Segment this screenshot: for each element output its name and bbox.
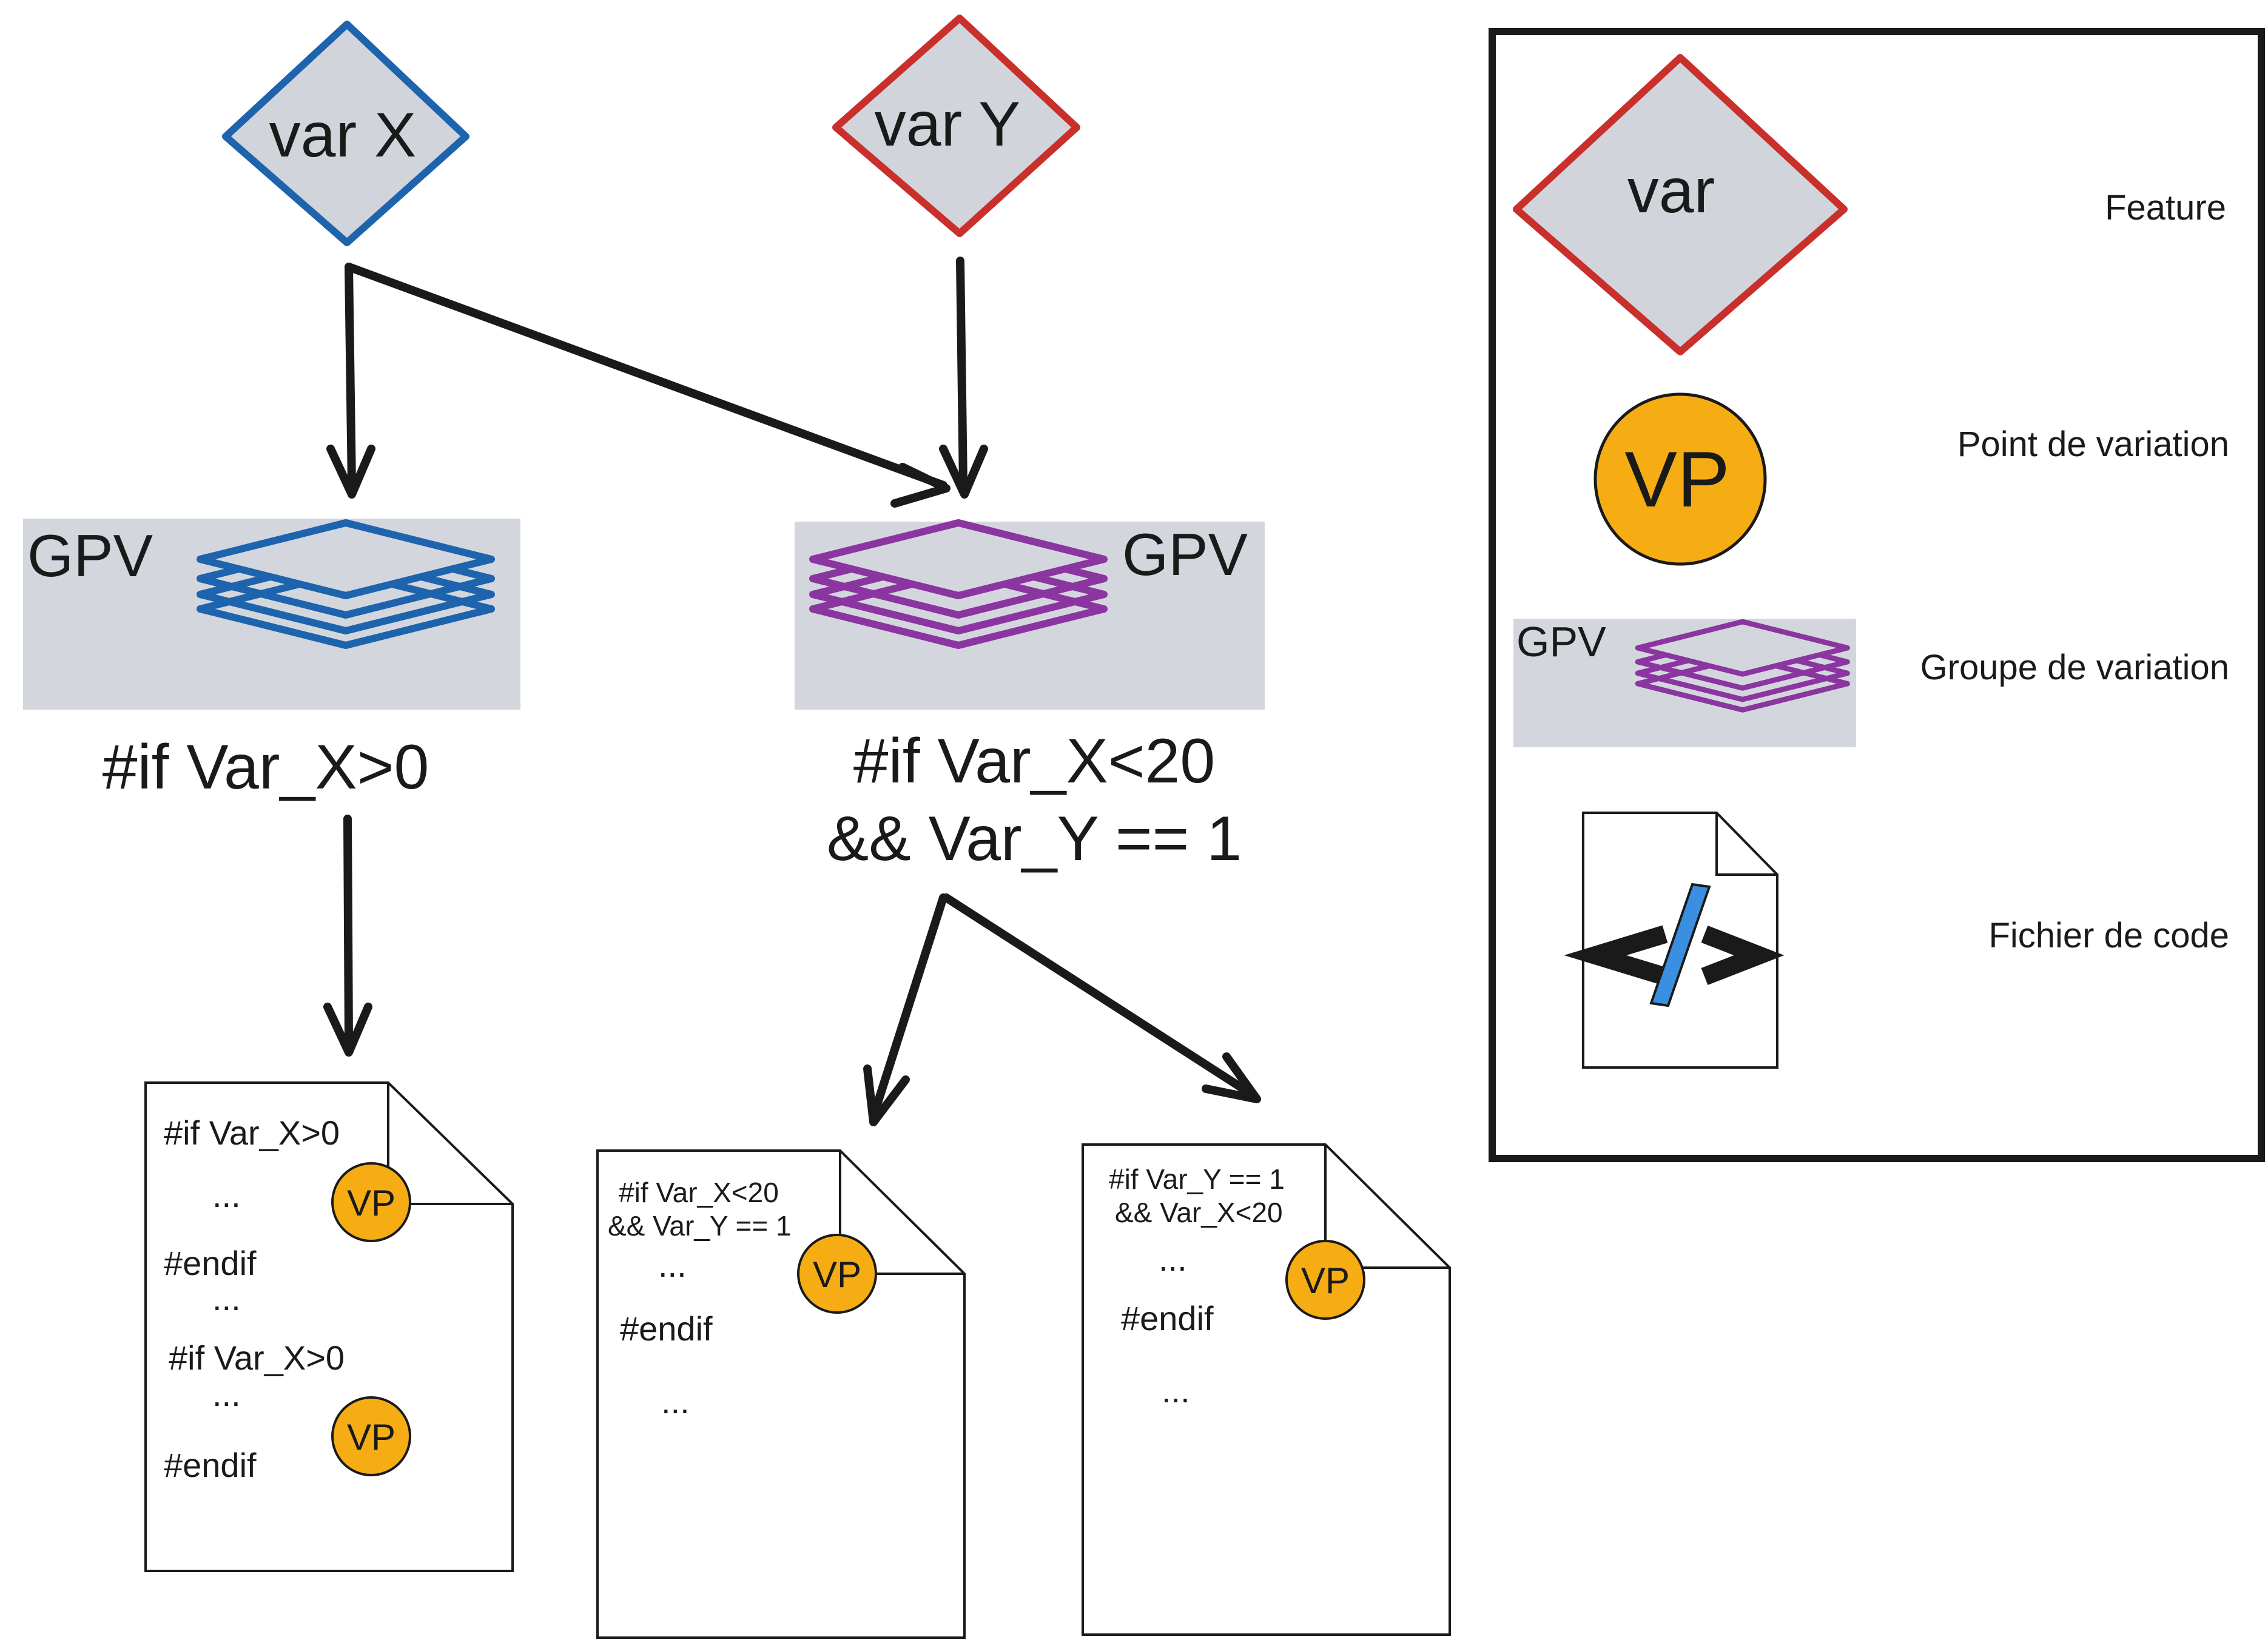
code-bracket-left-icon — [1564, 925, 1668, 986]
vp-label: VP — [1301, 1260, 1350, 1301]
legend-code-file: Fichier de code — [1564, 812, 2229, 1069]
feature-var-x-label: var X — [269, 100, 417, 170]
file-line: #endif — [164, 1244, 257, 1282]
arrow-vary-to-right-gpv — [956, 257, 967, 489]
vp-circle — [331, 1162, 411, 1242]
arrowhead — [1202, 1052, 1261, 1103]
legend-vp-label: Point de variation — [1957, 425, 2229, 464]
arrows-features-to-groups — [326, 257, 988, 508]
file-line: ... — [1162, 1371, 1190, 1410]
vp-circle — [331, 1396, 411, 1476]
arrowhead — [939, 445, 988, 499]
legend-gpv: GPV Groupe de variation — [1513, 618, 2229, 747]
arrow-varx-to-right-gpv — [345, 263, 947, 489]
condition-right-line2: && Var_Y == 1 — [827, 804, 1242, 874]
file-line: ... — [212, 1176, 241, 1214]
code-slash-icon — [1649, 883, 1711, 1007]
vp-circle — [1285, 1240, 1365, 1320]
legend-gpv-symbol: GPV — [1516, 618, 1606, 665]
file-line: #if Var_X<20 — [619, 1177, 779, 1208]
file-line: #endif — [620, 1310, 713, 1348]
file-line: ... — [658, 1246, 687, 1284]
vp-label: VP — [813, 1254, 861, 1295]
gpv-right: GPV — [795, 521, 1265, 710]
feature-var-y-label: var Y — [875, 89, 1021, 160]
condition-left: #if Var_X>0 — [103, 732, 429, 802]
file-line: && Var_Y == 1 — [608, 1210, 792, 1242]
arrow-right-to-middle-file — [869, 893, 947, 1120]
legend-vp-symbol: VP — [1624, 435, 1729, 523]
file-line: ... — [212, 1279, 241, 1317]
file-line: #endif — [164, 1446, 257, 1484]
file-line: && Var_X<20 — [1115, 1197, 1283, 1228]
arrowhead — [323, 1003, 372, 1057]
arrow-varx-to-left-gpv — [345, 263, 356, 489]
vp-circle — [797, 1234, 877, 1314]
file-line: #if Var_X>0 — [169, 1339, 345, 1377]
legend: var Feature VP Point de variation GPV Gr… — [1489, 28, 2265, 1162]
code-bracket-right-icon — [1701, 926, 1785, 985]
gpv-left: GPV — [23, 519, 520, 710]
file-line: ... — [1159, 1240, 1187, 1278]
file-line: ... — [661, 1382, 690, 1421]
legend-vp: VP Point de variation — [1593, 392, 2229, 566]
file-line: #if Var_Y == 1 — [1109, 1163, 1285, 1195]
file-line: ... — [212, 1375, 241, 1413]
arrowhead — [326, 445, 375, 499]
code-file-middle: #if Var_X<20 && Var_Y == 1 ... #endif ..… — [596, 1149, 966, 1639]
feature-var-x: var X — [222, 21, 469, 246]
legend-code-label: Fichier de code — [1988, 916, 2229, 955]
arrowhead — [890, 463, 951, 508]
code-file-left: #if Var_X>0 ... #endif ... #if Var_X>0 .… — [144, 1081, 514, 1572]
arrow-left-to-file — [343, 815, 353, 1047]
gpv-right-label: GPV — [1122, 521, 1248, 588]
arrow-right-to-right-file — [942, 893, 1257, 1099]
legend-gpv-label: Groupe de variation — [1920, 648, 2229, 687]
vp-circle — [1593, 392, 1767, 566]
feature-var-y: var Y — [832, 15, 1080, 237]
legend-feature-symbol: var — [1627, 156, 1715, 226]
arrowhead — [863, 1064, 910, 1126]
file-outline — [144, 1081, 514, 1572]
gpv-left-label: GPV — [27, 522, 153, 589]
file-line: #endif — [1121, 1299, 1214, 1337]
legend-feature: var Feature — [1513, 54, 2226, 355]
legend-feature-label: Feature — [2105, 188, 2226, 227]
vp-label: VP — [347, 1417, 395, 1458]
file-line: #if Var_X>0 — [164, 1114, 340, 1152]
feature-diamond-shape — [1513, 54, 1848, 355]
code-file-right: #if Var_Y == 1 && Var_X<20 ... #endif ..… — [1082, 1143, 1451, 1636]
arrows-groups-to-files — [323, 815, 1261, 1126]
file-corner-fold — [1715, 813, 1777, 876]
vp-label: VP — [347, 1183, 395, 1223]
feature-diamond-shape — [832, 15, 1080, 237]
condition-right-line1: #if Var_X<20 — [853, 726, 1215, 796]
feature-diamond-shape — [222, 21, 469, 246]
